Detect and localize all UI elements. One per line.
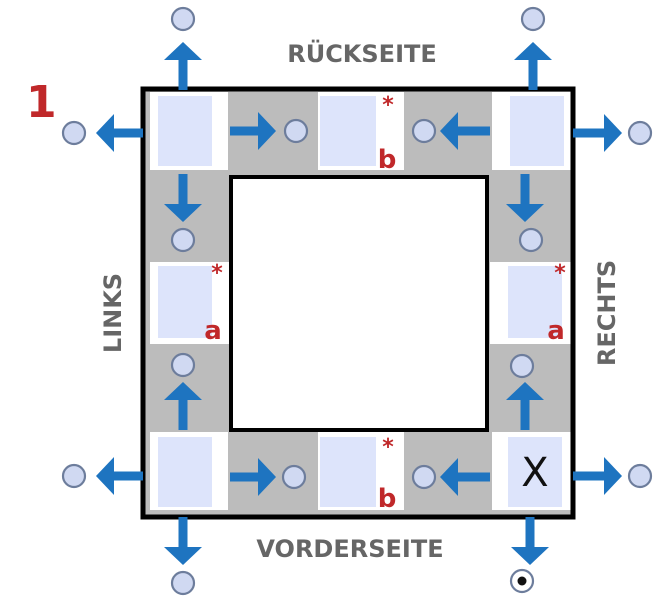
arrow-exit-top-left-up: [164, 42, 202, 90]
arrow-top-connector-right: [230, 112, 276, 150]
arrow-left-connector-down: [164, 174, 202, 222]
letter-top-middle: b: [378, 145, 397, 175]
arrow-exit-bottom-right-down: [511, 517, 549, 565]
connector-circle-right-lower[interactable]: [509, 353, 535, 379]
arrow-icon: [440, 458, 458, 496]
star-right-middle: *: [554, 261, 566, 286]
arrow-icon: [258, 112, 276, 150]
connector-circle-bottom-left[interactable]: [281, 464, 307, 490]
diagram-number: 1: [26, 77, 57, 128]
arrow-icon: [506, 204, 544, 222]
circle-dot-icon: [517, 576, 527, 586]
arrow-top-right-connector-left: [440, 112, 490, 150]
arrow-icon: [96, 457, 114, 495]
arrow-icon: [164, 204, 202, 222]
arrow-icon: [440, 112, 458, 150]
inner-courtyard: [229, 175, 489, 432]
letter-bottom-middle: b: [378, 484, 397, 514]
cell-bottom-left[interactable]: [158, 437, 212, 507]
arrow-icon: [604, 457, 622, 495]
arrow-exit-bottom-left-left: [96, 457, 143, 495]
cell-bottom-middle[interactable]: [320, 437, 376, 507]
letter-left-middle: a: [204, 316, 222, 346]
arrow-bottom-connector-right: [230, 458, 276, 496]
arrow-icon: [258, 458, 276, 496]
arrow-exit-top-left-left: [96, 114, 143, 152]
cell-top-left[interactable]: [158, 96, 212, 166]
mark-bottom-right: X: [521, 450, 548, 496]
exit-circle-top-right[interactable]: [520, 6, 546, 32]
exit-circle-right-bottom[interactable]: [627, 463, 653, 489]
connector-circle-left-lower[interactable]: [170, 352, 196, 378]
connector-circle-right-upper[interactable]: [518, 227, 544, 253]
cell-bottom-right[interactable]: [508, 437, 562, 507]
connector-circle-bottom-right[interactable]: [411, 464, 437, 490]
arrow-exit-bottom-left-down: [164, 517, 202, 565]
arrow-icon: [164, 547, 202, 565]
exit-circle-right-top[interactable]: [627, 120, 653, 146]
exit-circle-left-bottom[interactable]: [61, 463, 87, 489]
connector-circle-left-upper[interactable]: [170, 227, 196, 253]
arrow-right-connector-down: [506, 174, 544, 222]
label-left: LINKS: [99, 273, 127, 353]
cell-top-middle[interactable]: [320, 96, 376, 166]
arrow-left-lower-connector-up: [164, 382, 202, 430]
arrow-exit-top-right-up: [514, 42, 552, 90]
arrow-icon: [604, 114, 622, 152]
cell-right-middle[interactable]: [508, 266, 562, 338]
star-bottom-middle: *: [382, 435, 394, 460]
arrow-right-lower-connector-up: [506, 382, 544, 430]
letter-right-middle: a: [547, 316, 565, 346]
arrow-icon: [511, 547, 549, 565]
label-front: VORDERSEITE: [256, 535, 443, 563]
exit-circle-top-left[interactable]: [170, 6, 196, 32]
star-left-middle: *: [211, 261, 223, 286]
exit-circles: [61, 6, 653, 596]
arrow-exit-top-right-right: [573, 114, 622, 152]
exit-circle-left-top[interactable]: [61, 120, 87, 146]
arrow-icon: [506, 382, 544, 400]
room-cells: [158, 96, 564, 507]
cell-left-middle[interactable]: [158, 266, 212, 338]
arrow-bottom-right-connector-left: [440, 458, 490, 496]
star-top-middle: *: [382, 93, 394, 118]
arrow-icon: [164, 382, 202, 400]
cell-top-right[interactable]: [510, 96, 564, 166]
label-right: RECHTS: [593, 260, 621, 366]
connector-circle-top-left[interactable]: [283, 118, 309, 144]
arrow-icon: [164, 42, 202, 60]
outer-frame: [140, 86, 576, 520]
label-back: RÜCKSEITE: [287, 38, 437, 68]
arrow-icon: [96, 114, 114, 152]
arrow-exit-bottom-right-right: [573, 457, 622, 495]
arrows: [96, 42, 622, 565]
connector-circle-top-right[interactable]: [411, 118, 437, 144]
exit-circle-bottom-left[interactable]: [170, 570, 196, 596]
arrow-icon: [514, 42, 552, 60]
